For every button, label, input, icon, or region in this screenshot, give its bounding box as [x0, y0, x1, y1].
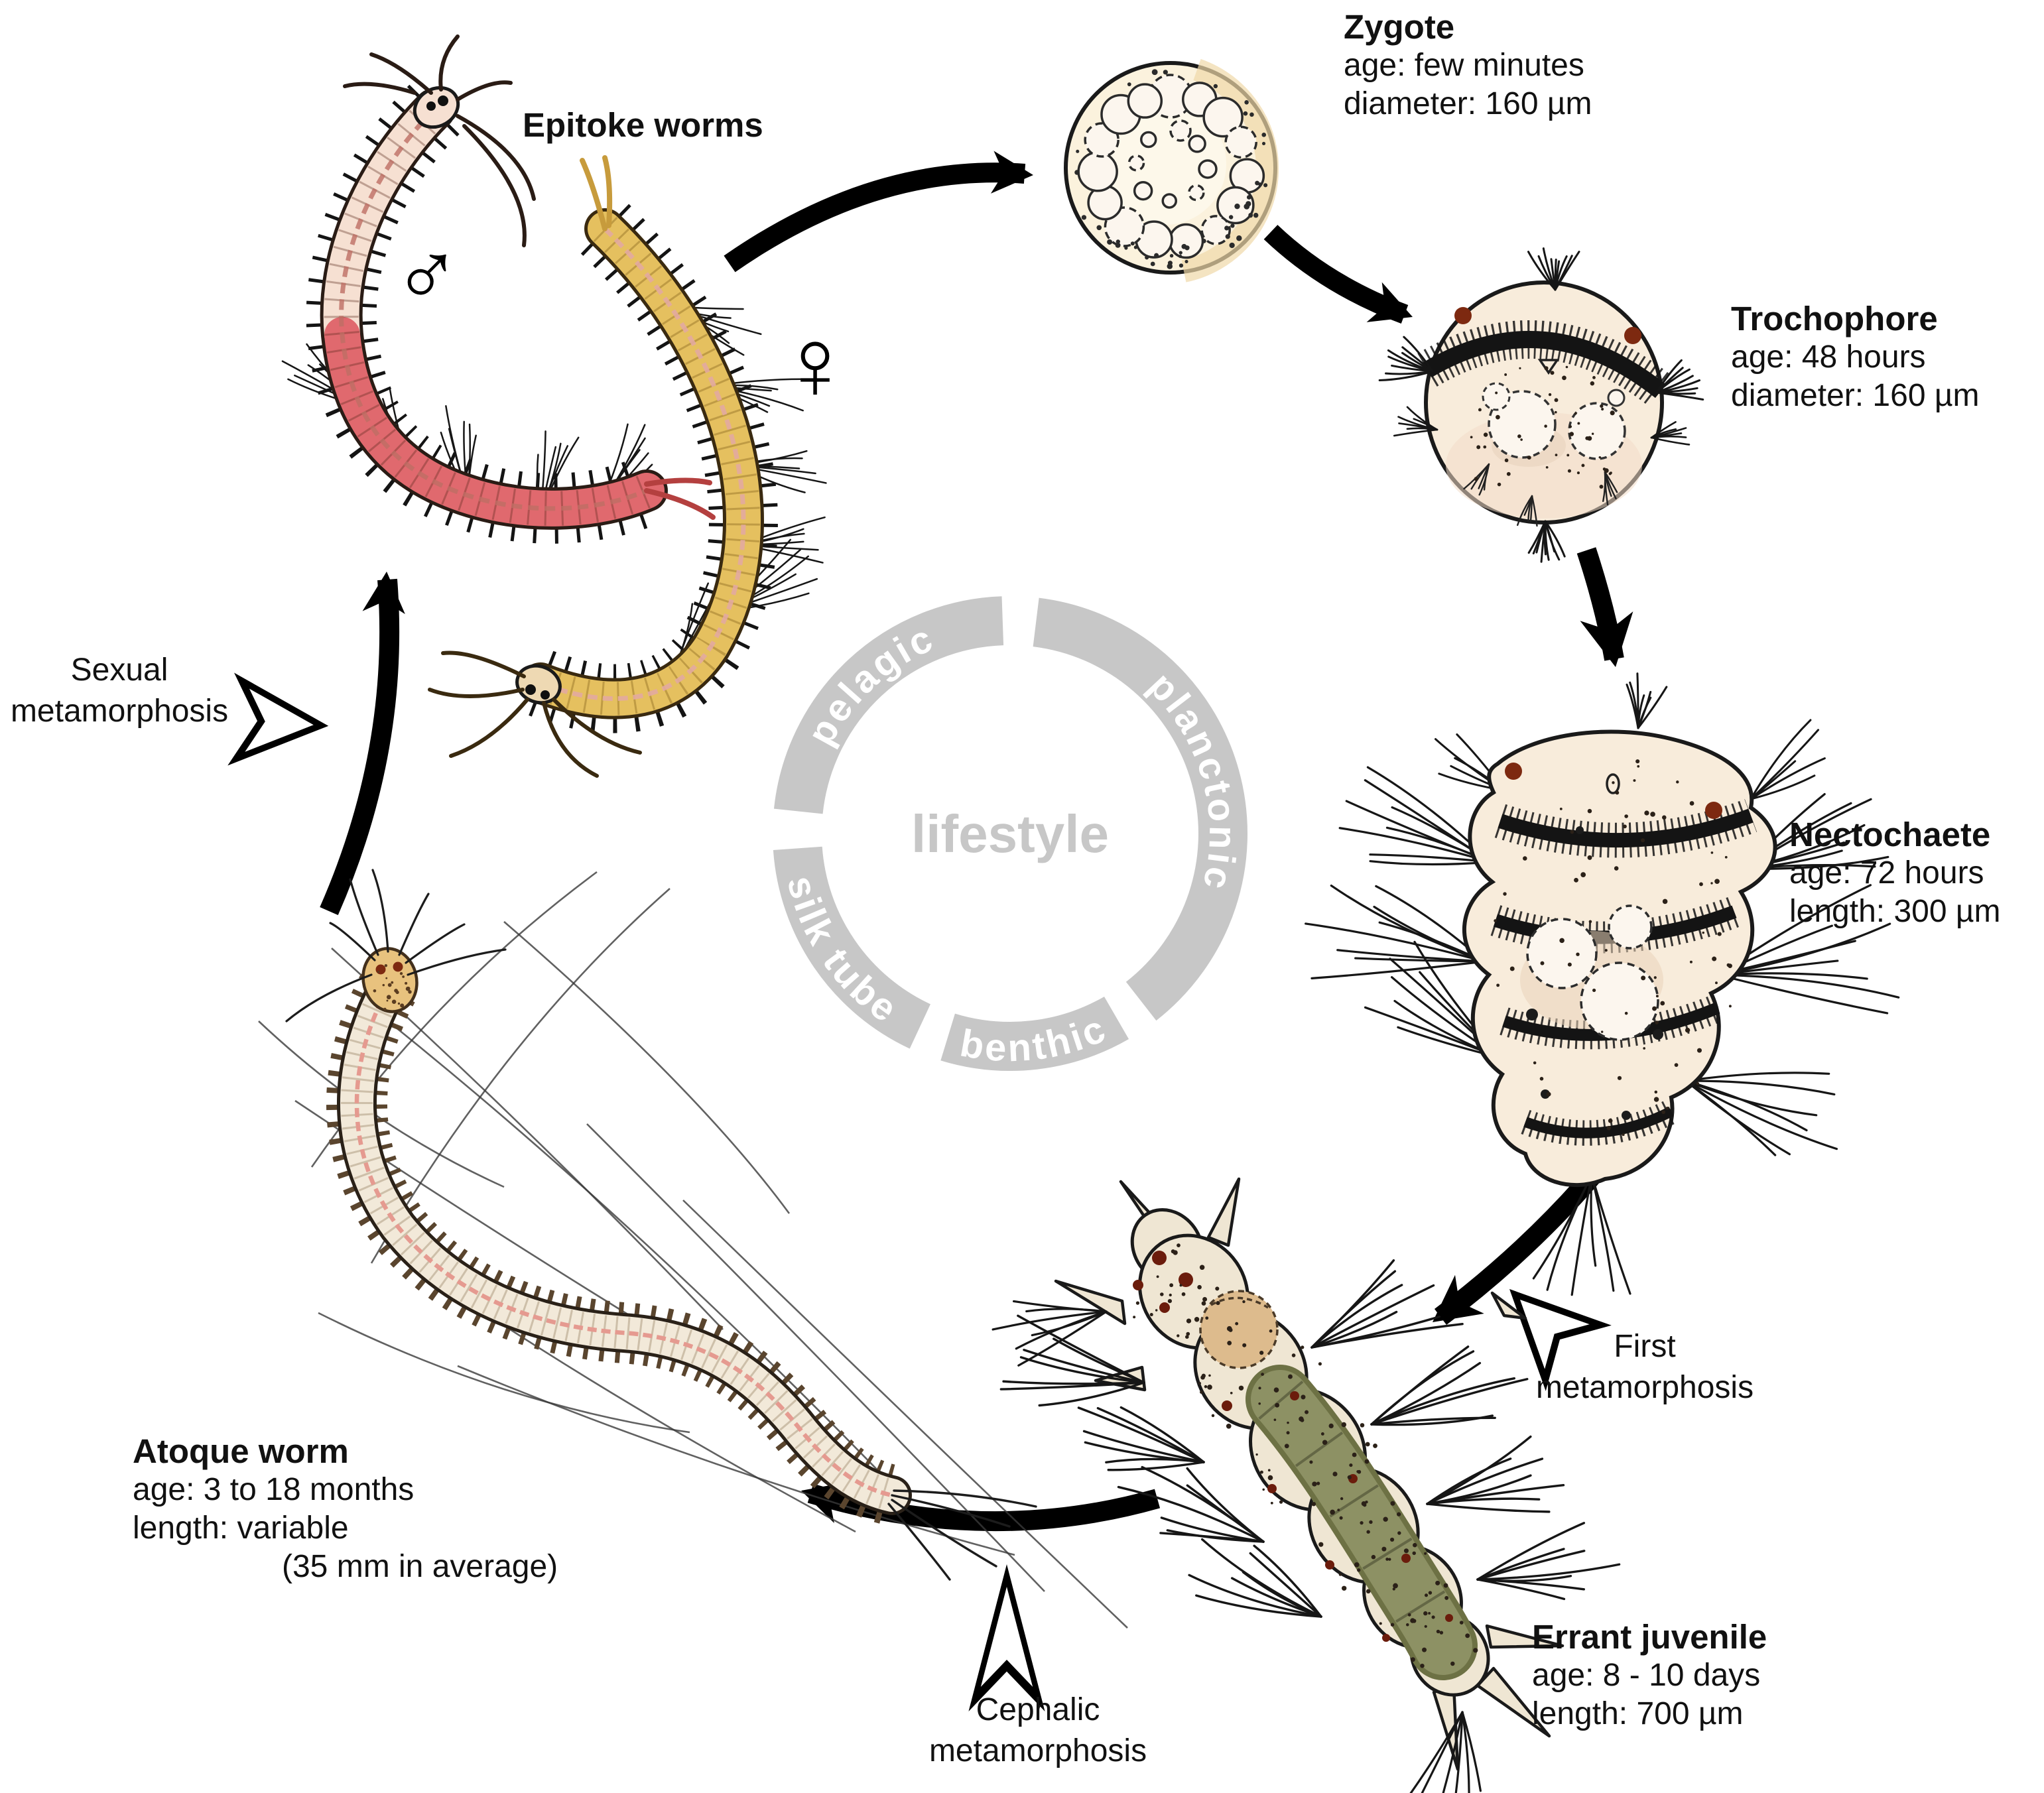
- male-symbol: ♂: [393, 220, 462, 322]
- stage-label-epitoke: Epitoke worms: [523, 106, 763, 145]
- transition-line: metamorphosis: [10, 694, 229, 729]
- transition-line: metamorphosis: [1535, 1370, 1754, 1405]
- cephalic-metamorphosis-chevron-icon: [968, 1564, 1045, 1711]
- first-metamorphosis-chevron-icon: [1509, 1289, 1612, 1391]
- zygote-illustration: [1064, 58, 1279, 282]
- stage-detail: (35 mm in average): [282, 1549, 558, 1584]
- stage-detail: age: 72 hours: [1789, 855, 1984, 891]
- sexual-metamorphosis-chevron-icon: [227, 672, 329, 766]
- lifestyle-segment-label: benthic: [957, 1007, 1114, 1070]
- stage-detail: length: 700 µm: [1532, 1696, 1744, 1731]
- arrow-atoque-to-epitoke: [320, 572, 405, 916]
- stage-label-errant-juvenile: Errant juvenile age: 8 - 10 days length:…: [1532, 1618, 1767, 1733]
- transition-line: metamorphosis: [928, 1733, 1147, 1768]
- transition-line: First: [1614, 1329, 1676, 1364]
- stage-name: Atoque worm: [133, 1432, 349, 1470]
- stage-detail: age: 48 hours: [1731, 340, 1926, 375]
- lifestyle-segment-label: pelagic: [799, 616, 941, 753]
- transition-line: Sexual: [70, 652, 168, 688]
- lifestyle-center-label: lifestyle: [911, 804, 1109, 863]
- stage-detail: diameter: 160 µm: [1344, 86, 1592, 121]
- lifestyle-segment-label: silk tube: [779, 871, 907, 1032]
- transition-label-first-metamorphosis: First metamorphosis: [1512, 1326, 1777, 1408]
- arrow-nectochaete-to-errant: [1433, 1168, 1601, 1325]
- transition-label-cephalic-metamorphosis: Cephalic metamorphosis: [895, 1690, 1181, 1772]
- stage-name: Errant juvenile: [1532, 1618, 1767, 1656]
- atoque-worm-illustration: [258, 869, 1128, 1629]
- transition-label-sexual-metamorphosis: Sexual metamorphosis: [0, 650, 239, 732]
- stage-label-zygote: Zygote age: few minutes diameter: 160 µm: [1344, 8, 1592, 123]
- stage-name: Zygote: [1344, 8, 1455, 46]
- stage-detail: diameter: 160 µm: [1731, 378, 1980, 413]
- errant-juvenile-illustration: [991, 1177, 1621, 1793]
- stage-name: Trochophore: [1731, 300, 1938, 338]
- trochophore-illustration: [1378, 247, 1704, 563]
- stage-detail: length: variable: [133, 1511, 349, 1546]
- cycle-arrows: [320, 151, 1633, 1532]
- stage-name: Nectochaete: [1789, 816, 1991, 853]
- stage-label-trochophore: Trochophore age: 48 hours diameter: 160 …: [1731, 300, 1979, 415]
- stage-detail: length: 300 µm: [1789, 894, 2001, 929]
- arrow-trochophore-to-nectochaete: [1576, 547, 1633, 667]
- transition-line: Cephalic: [976, 1692, 1100, 1727]
- stage-detail: age: 8 - 10 days: [1532, 1658, 1761, 1693]
- stage-detail: age: few minutes: [1344, 48, 1584, 83]
- stage-label-atoque-worm: Atoque worm age: 3 to 18 months length: …: [133, 1432, 558, 1586]
- male-epitoke-worm-illustration: [281, 34, 716, 544]
- stage-name: Epitoke worms: [523, 106, 763, 144]
- stage-detail: age: 3 to 18 months: [133, 1472, 415, 1507]
- arrow-epitoke-to-zygote: [724, 151, 1033, 273]
- arrow-zygote-to-trochophore: [1263, 225, 1413, 324]
- female-epitoke-worm-illustration: [428, 155, 827, 778]
- stage-label-nectochaete: Nectochaete age: 72 hours length: 300 µm: [1789, 816, 2001, 931]
- nectochaete-illustration: [1305, 672, 1900, 1296]
- arrow-errant-to-atoque: [801, 1482, 1161, 1532]
- female-symbol: ♀: [777, 308, 853, 420]
